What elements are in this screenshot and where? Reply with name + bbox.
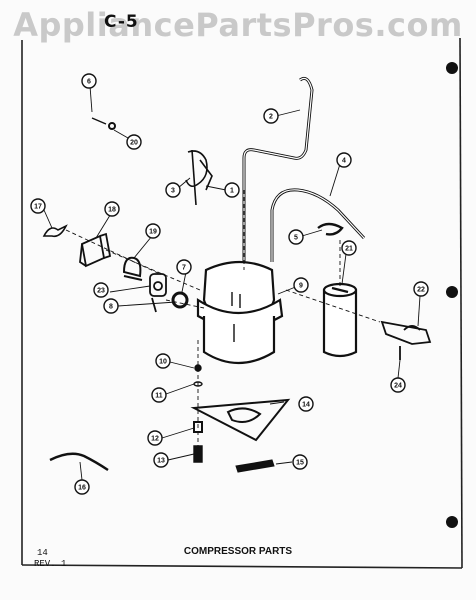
site-watermark: AppliancePartsPros.com (13, 6, 463, 44)
callout-15: 15 (292, 454, 308, 470)
svg-text:19: 19 (149, 229, 157, 236)
callout-9: 9 (293, 277, 309, 293)
svg-text:16: 16 (78, 485, 86, 492)
page-number: 14 (37, 548, 48, 558)
svg-text:18: 18 (108, 207, 116, 214)
page-frame (21, 37, 463, 569)
svg-text:24: 24 (394, 383, 402, 390)
callout-23: 23 (93, 282, 109, 298)
callout-6: 6 (81, 73, 97, 89)
svg-text:6: 6 (87, 79, 91, 86)
callout-1: 1 (224, 182, 240, 198)
clip (42, 224, 68, 238)
tag (235, 459, 275, 473)
diagram-caption: COMPRESSOR PARTS (183, 546, 293, 557)
binder-hole-bottom (446, 516, 458, 528)
svg-text:13: 13 (157, 458, 165, 465)
revision-label: REV. 1 (34, 559, 67, 569)
screw-nut (91, 117, 116, 130)
svg-text:4: 4 (342, 158, 346, 165)
callout-24: 24 (390, 377, 406, 393)
callouts: 1 2 3 4 5 6 7 8 9 10 11 12 13 14 15 16 1… (30, 73, 429, 495)
callout-14: 14 (298, 396, 314, 412)
svg-text:22: 22 (417, 287, 425, 294)
assembly-lines (65, 190, 381, 460)
svg-text:12: 12 (151, 436, 159, 443)
compressor (196, 260, 284, 364)
svg-text:20: 20 (130, 140, 138, 147)
callout-10: 10 (155, 353, 171, 369)
callout-13: 13 (153, 452, 169, 468)
callout-11: 11 (151, 387, 167, 403)
binder-hole-top (446, 62, 458, 74)
svg-text:15: 15 (296, 460, 304, 467)
svg-text:5: 5 (294, 235, 298, 242)
svg-text:1: 1 (230, 188, 234, 195)
callout-4: 4 (336, 152, 352, 168)
svg-text:17: 17 (34, 204, 42, 211)
binder-holes (446, 62, 458, 528)
section-code: C-5 (104, 12, 139, 32)
callout-12: 12 (147, 430, 163, 446)
svg-text:7: 7 (182, 265, 186, 272)
callout-16: 16 (74, 479, 90, 495)
capacitor (322, 282, 358, 358)
base-plate (190, 398, 291, 442)
callout-22: 22 (413, 281, 429, 297)
callout-19: 19 (145, 223, 161, 239)
svg-text:2: 2 (269, 114, 273, 121)
svg-text:14: 14 (302, 402, 310, 409)
svg-text:8: 8 (109, 304, 113, 311)
svg-text:23: 23 (97, 288, 105, 295)
callout-2: 2 (263, 108, 279, 124)
svg-text:21: 21 (345, 246, 353, 253)
callout-8: 8 (103, 298, 119, 314)
binder-hole-middle (446, 286, 458, 298)
wire (49, 452, 109, 471)
cover-bracket (79, 232, 112, 268)
callout-21: 21 (341, 240, 357, 256)
grommet (317, 222, 344, 236)
relay-overload (149, 273, 189, 313)
callout-3: 3 (165, 182, 181, 198)
bottom-edge (21, 564, 463, 569)
callout-5: 5 (288, 229, 304, 245)
svg-text:11: 11 (155, 393, 163, 400)
right-edge (459, 37, 463, 569)
clamp-parts (185, 149, 213, 206)
leader-lines (43, 85, 421, 481)
svg-text:9: 9 (299, 283, 303, 290)
callout-20: 20 (126, 134, 142, 150)
compressor-details (231, 292, 241, 342)
callout-17: 17 (30, 198, 46, 214)
svg-text:3: 3 (171, 188, 175, 195)
callout-18: 18 (104, 201, 120, 217)
svg-text:10: 10 (159, 359, 167, 366)
callout-7: 7 (176, 259, 192, 275)
capacitor-bracket (380, 320, 432, 360)
